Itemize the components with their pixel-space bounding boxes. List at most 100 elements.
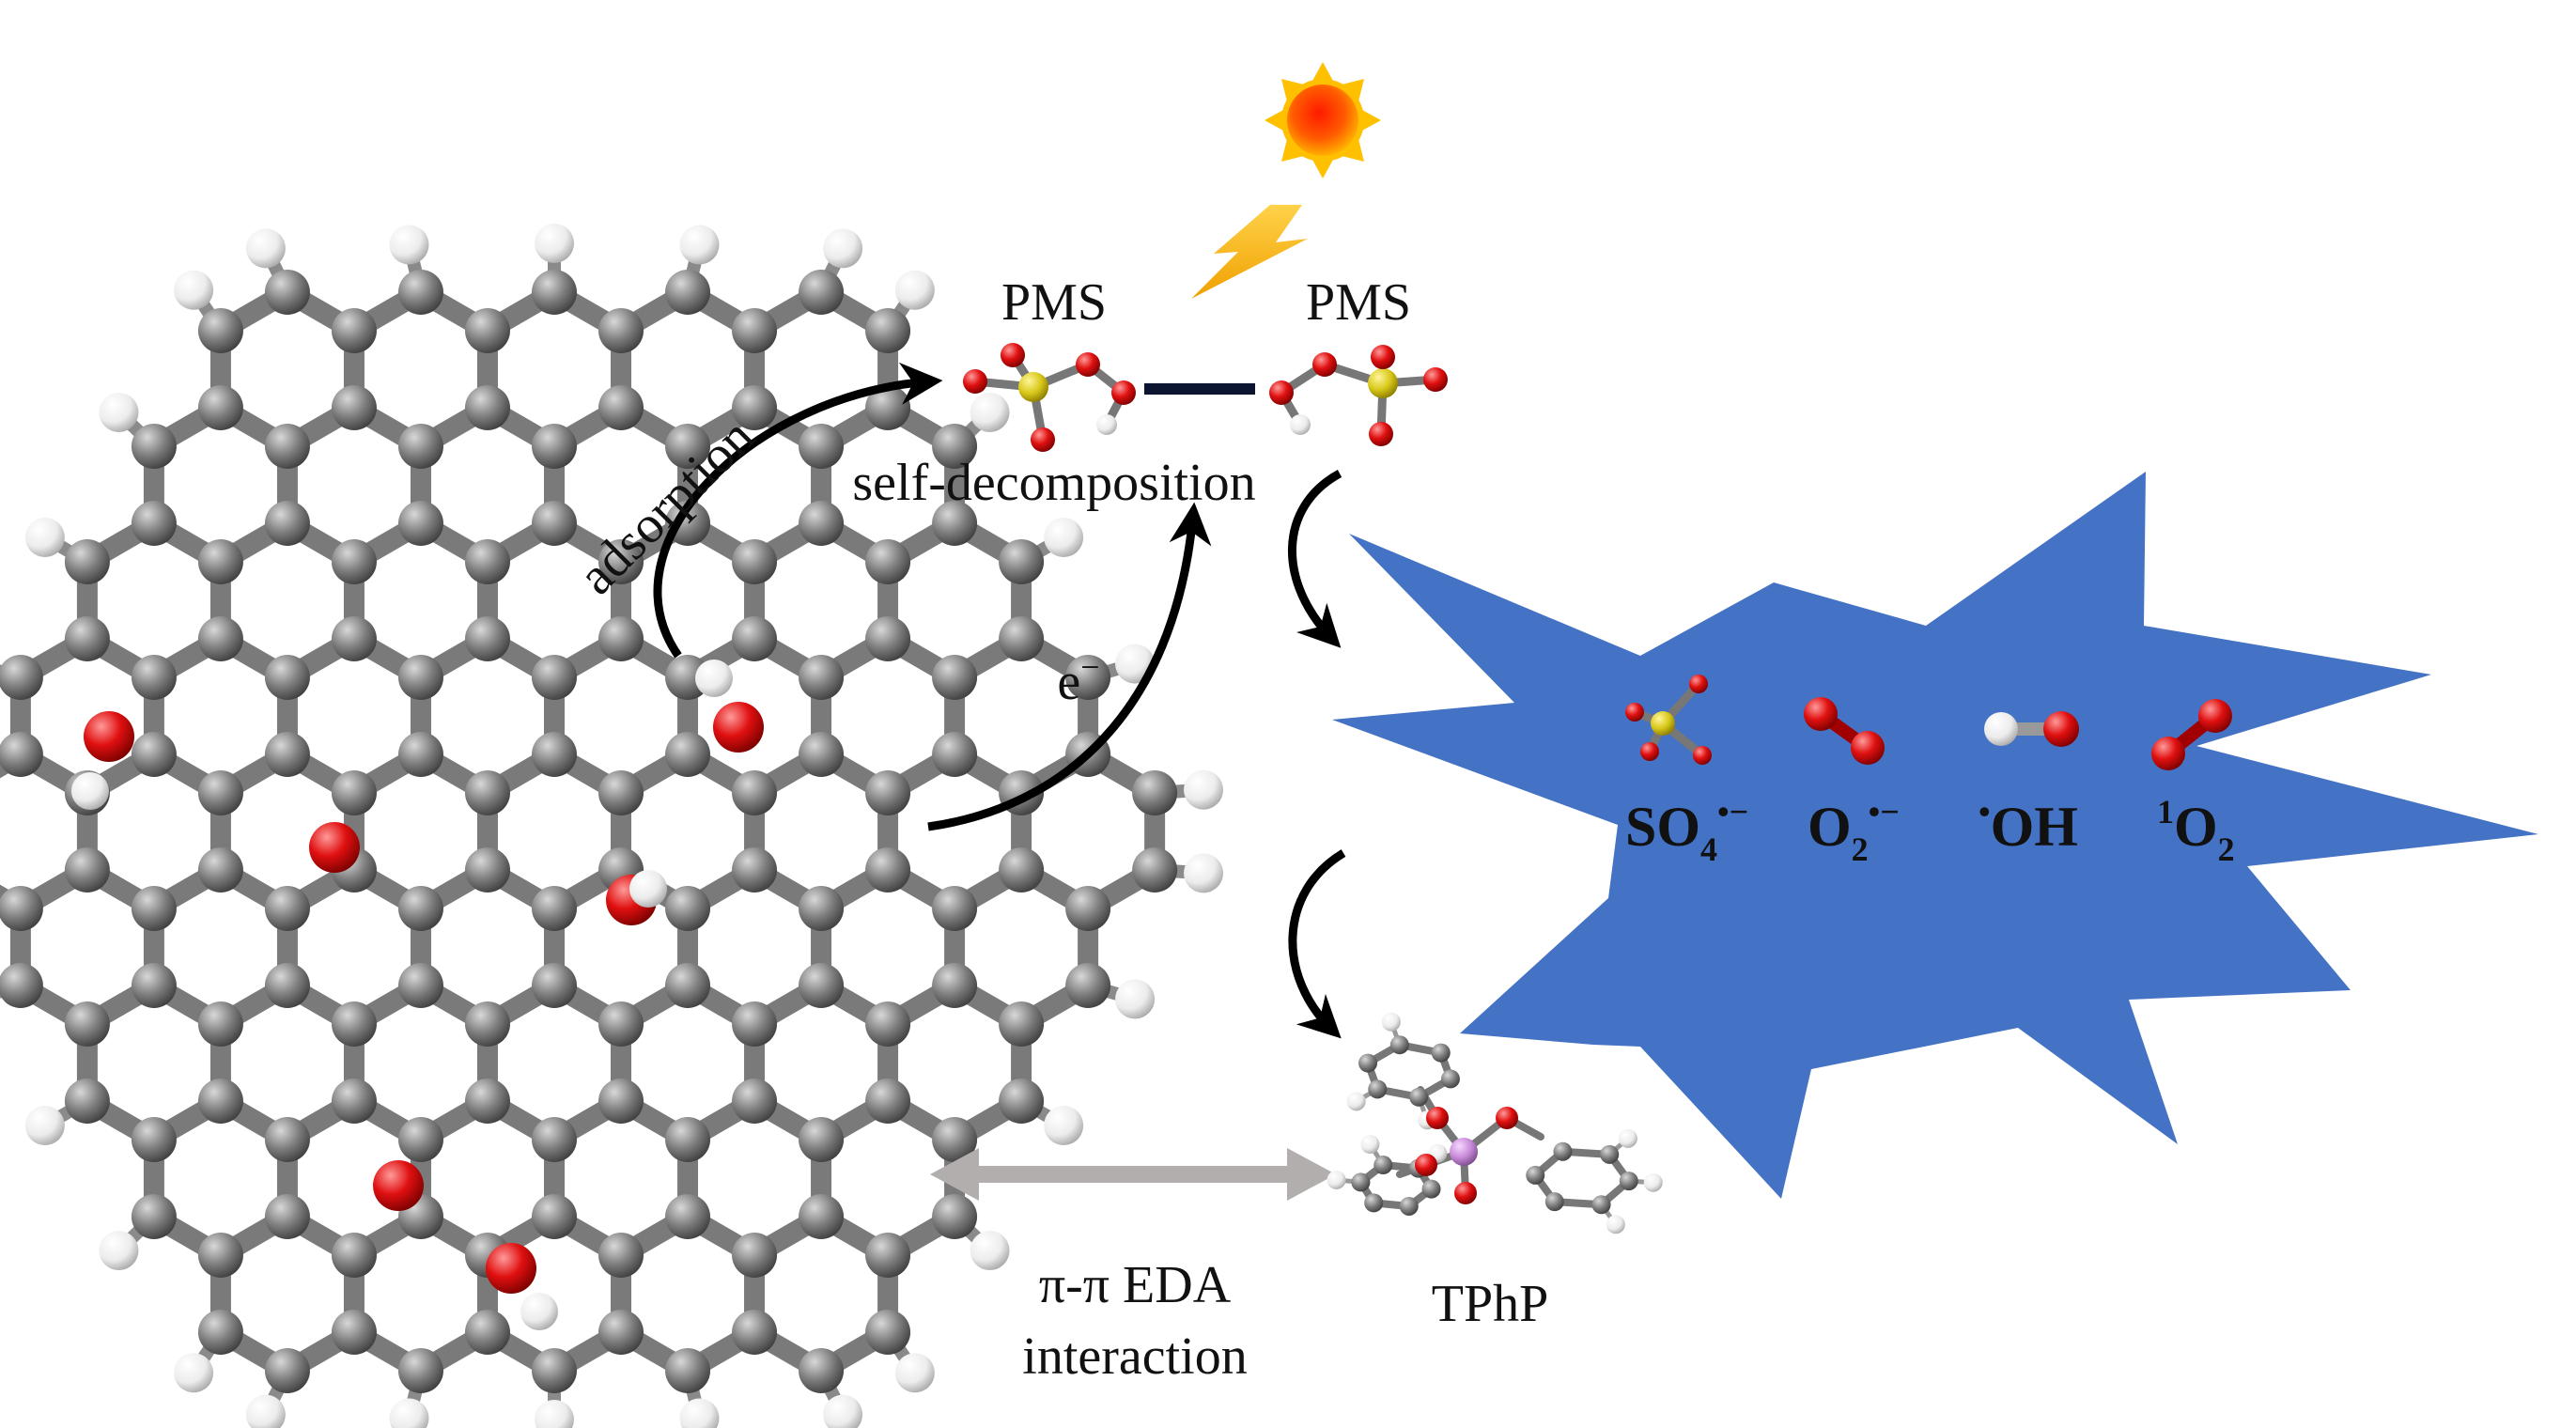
carbon-atom xyxy=(732,539,778,584)
hydrogen-atom xyxy=(24,1106,65,1145)
carbon-atom xyxy=(197,539,243,584)
carbon-atom xyxy=(732,385,778,430)
pms-left-label: PMS xyxy=(1001,273,1107,332)
carbon-atom xyxy=(865,616,911,661)
carbon-atom xyxy=(197,770,243,815)
carbon-atom xyxy=(532,424,577,469)
carbon-atom xyxy=(64,1001,110,1047)
carbon-atom xyxy=(0,886,43,931)
hydrogen-atom xyxy=(245,228,286,269)
carbon-atom xyxy=(799,732,845,777)
carbon-atom xyxy=(264,732,310,777)
carbon-atom xyxy=(532,1348,577,1393)
carbon-atom xyxy=(932,1117,978,1162)
hydrogen-atom xyxy=(99,1231,139,1271)
electron-transfer-arrow xyxy=(927,502,1212,831)
carbon-atom xyxy=(665,732,711,777)
carbon-atom xyxy=(331,1310,377,1355)
carbon-atom xyxy=(1389,1035,1409,1055)
carbon-atom xyxy=(665,1194,711,1239)
superoxide-molecule xyxy=(1804,697,1885,765)
carbon-atom xyxy=(397,1348,443,1393)
carbon-atom xyxy=(397,270,443,315)
carbon-atom xyxy=(0,732,43,777)
carbon-atom xyxy=(131,963,177,1008)
carbon-atom xyxy=(1364,1193,1384,1213)
pms-right-label: PMS xyxy=(1306,273,1411,332)
oxygen-atom xyxy=(373,1160,424,1211)
adsorption-arrow xyxy=(653,362,943,659)
carbon-atom xyxy=(532,732,577,777)
carbon-atom xyxy=(732,847,778,892)
carbon-atom xyxy=(532,963,577,1008)
carbon-atom xyxy=(397,963,443,1008)
carbon-atom xyxy=(464,770,510,815)
hydrogen-atom xyxy=(823,228,863,269)
carbon-atom xyxy=(999,1001,1045,1047)
carbon-atom xyxy=(598,1001,644,1047)
carbon-atom xyxy=(464,616,510,661)
carbon-atom xyxy=(799,1348,845,1393)
carbon-atom xyxy=(799,1194,845,1239)
carbon-atom xyxy=(732,616,778,661)
carbon-atom xyxy=(732,1310,778,1355)
hydrogen-atom xyxy=(1184,769,1224,810)
tphp-molecule xyxy=(1327,1012,1663,1234)
carbon-atom xyxy=(865,847,911,892)
carbon-atom xyxy=(532,1194,577,1239)
carbon-atom xyxy=(598,770,644,815)
carbon-atom xyxy=(1373,1156,1393,1175)
carbon-atom xyxy=(0,655,43,700)
carbon-atom xyxy=(665,1348,711,1393)
singlet-oxygen-molecule xyxy=(2151,699,2232,770)
carbon-atom xyxy=(131,1194,177,1239)
carbon-atom xyxy=(865,1233,911,1278)
carbon-atom xyxy=(1591,1195,1611,1215)
oxygen-atom xyxy=(713,702,764,753)
hydrogen-atom xyxy=(535,224,574,263)
carbon-atom xyxy=(464,847,510,892)
carbon-atom xyxy=(532,655,577,700)
lightning-bolt-icon xyxy=(1191,205,1308,299)
carbon-atom xyxy=(999,1079,1045,1124)
carbon-atom xyxy=(865,1001,911,1047)
carbon-atom xyxy=(131,886,177,931)
carbon-atom xyxy=(532,886,577,931)
carbon-atom xyxy=(264,1117,310,1162)
carbon-atom xyxy=(1553,1141,1573,1161)
hydroxyl-hydrogen xyxy=(71,772,109,810)
carbon-atom xyxy=(197,1001,243,1047)
hydrogen-atom xyxy=(894,270,935,310)
carbon-atom xyxy=(1065,886,1111,931)
carbon-atom xyxy=(131,655,177,700)
hydrogen-atom xyxy=(174,1353,214,1393)
carbon-atom xyxy=(131,501,177,546)
carbon-atom xyxy=(464,1310,510,1355)
carbon-atom xyxy=(865,1310,911,1355)
carbon-atom xyxy=(1132,770,1178,815)
carbon-atom xyxy=(732,770,778,815)
carbon-atom xyxy=(665,501,711,546)
singlet-oxygen-label: 1O2 xyxy=(2157,793,2235,868)
oxygen-atom xyxy=(1415,1154,1437,1176)
carbon-atom xyxy=(397,655,443,700)
carbon-atom xyxy=(331,385,377,430)
carbon-atom xyxy=(532,1117,577,1162)
sun-icon xyxy=(1265,62,1381,178)
carbon-atom xyxy=(331,770,377,815)
hydrogen-atom xyxy=(1184,853,1224,893)
carbon-atom xyxy=(532,501,577,546)
pi-pi-label-line2: interaction xyxy=(1022,1327,1247,1386)
carbon-atom xyxy=(799,655,845,700)
carbon-atom xyxy=(197,616,243,661)
carbon-atom xyxy=(1544,1192,1564,1212)
hydrogen-atom xyxy=(245,1394,286,1428)
carbon-atom xyxy=(264,424,310,469)
carbon-atom xyxy=(732,1001,778,1047)
carbon-atom xyxy=(1440,1069,1460,1089)
reactive-species-burst xyxy=(1332,472,2538,1199)
hydrogen-atom xyxy=(1381,1012,1401,1032)
carbon-atom xyxy=(264,963,310,1008)
carbon-atom xyxy=(665,270,711,315)
carbon-atom xyxy=(865,308,911,353)
